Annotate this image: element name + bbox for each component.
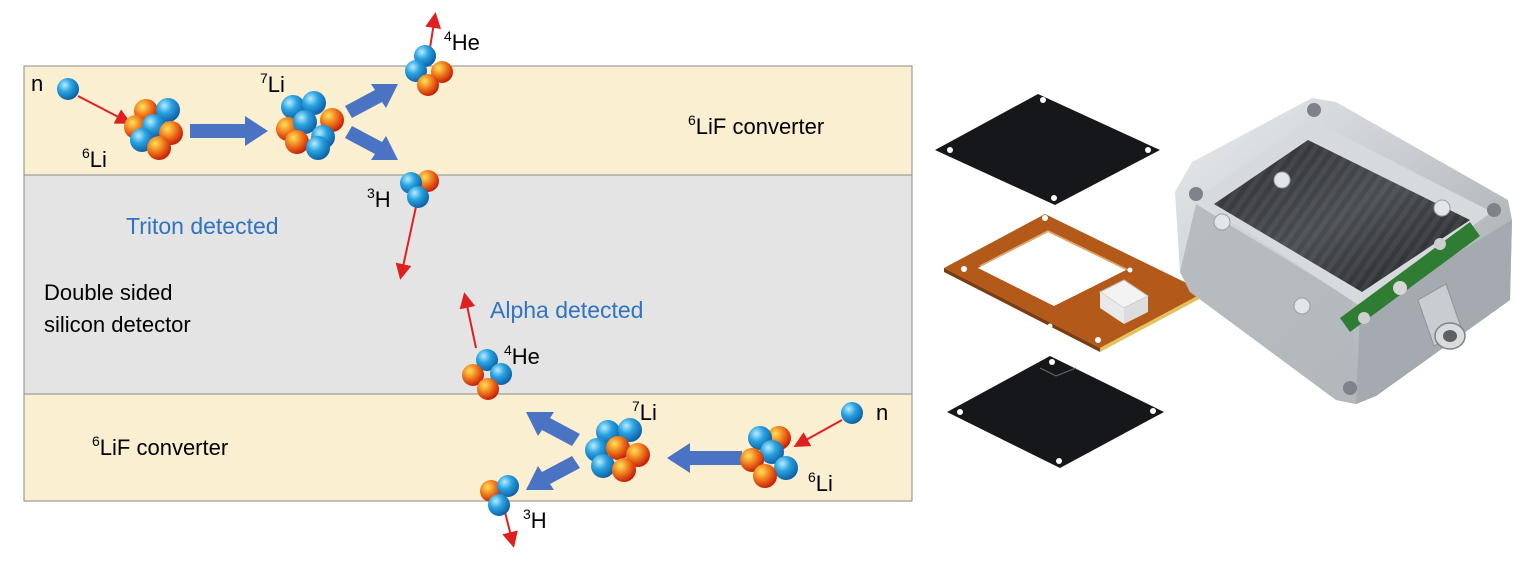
triton-detected-label: Triton detected — [126, 213, 279, 239]
flow-arrow-to-h3-bottom — [526, 456, 580, 490]
he4-label-detector: 4He — [504, 342, 540, 369]
detector-enclosure — [1175, 98, 1512, 404]
he4-label-top: 4He — [444, 28, 480, 55]
h3-particle-bottom — [480, 475, 519, 516]
li7-nucleus-top — [276, 91, 344, 160]
neutron-top — [57, 78, 79, 100]
lif-converter-label-top: 6LiF converter — [688, 112, 824, 139]
flow-arrow-to-he4-bottom — [526, 412, 580, 446]
converter-plate-bottom — [947, 356, 1164, 468]
exploded-detector-stack — [935, 94, 1205, 468]
flow-arrow-li6-to-li7-bottom — [667, 443, 742, 473]
pcb-window — [978, 232, 1126, 306]
neutron-bottom — [841, 402, 863, 424]
converter-plate-top — [935, 94, 1160, 205]
flow-arrow-to-h3-top — [345, 126, 398, 160]
neutron-path-top — [77, 95, 132, 124]
lif-converter-label-bottom: 6LiF converter — [92, 433, 228, 460]
li7-label-top: 7Li — [260, 70, 285, 97]
neutron-path-bottom — [793, 419, 843, 447]
li7-label-bottom: 7Li — [632, 398, 657, 425]
silicon-detector-layer — [23, 174, 913, 395]
h3-label-bottom: 3H — [523, 506, 547, 533]
li6-nucleus-bottom — [740, 426, 798, 488]
he4-particle-top — [405, 45, 453, 96]
neutron-label-bottom: n — [876, 400, 888, 425]
detector-label-line1: Double sided — [44, 280, 172, 305]
li7-nucleus-bottom — [585, 418, 650, 482]
h3-escape-arrow-bottom — [502, 511, 518, 548]
he4-particle-detector — [462, 349, 512, 400]
h3-label-top: 3H — [367, 185, 391, 212]
he4-escape-arrow-top — [425, 12, 442, 49]
triton-path-arrow — [395, 201, 418, 280]
flow-arrow-to-he4-top — [345, 84, 398, 118]
li6-nucleus-top — [124, 98, 183, 160]
alpha-detected-label: Alpha detected — [490, 297, 643, 323]
li6-label-bottom: 6Li — [808, 469, 833, 496]
bnc-connector — [1417, 283, 1466, 350]
flow-arrow-li6-to-li7-top — [190, 116, 268, 146]
h3-particle-top — [400, 170, 439, 208]
alpha-path-arrow — [459, 292, 477, 349]
li6-label-top: 6Li — [82, 145, 107, 172]
green-pcb-strip — [1340, 222, 1480, 332]
neutron-label-top: n — [31, 71, 43, 96]
detector-label-line2: silicon detector — [44, 312, 191, 337]
